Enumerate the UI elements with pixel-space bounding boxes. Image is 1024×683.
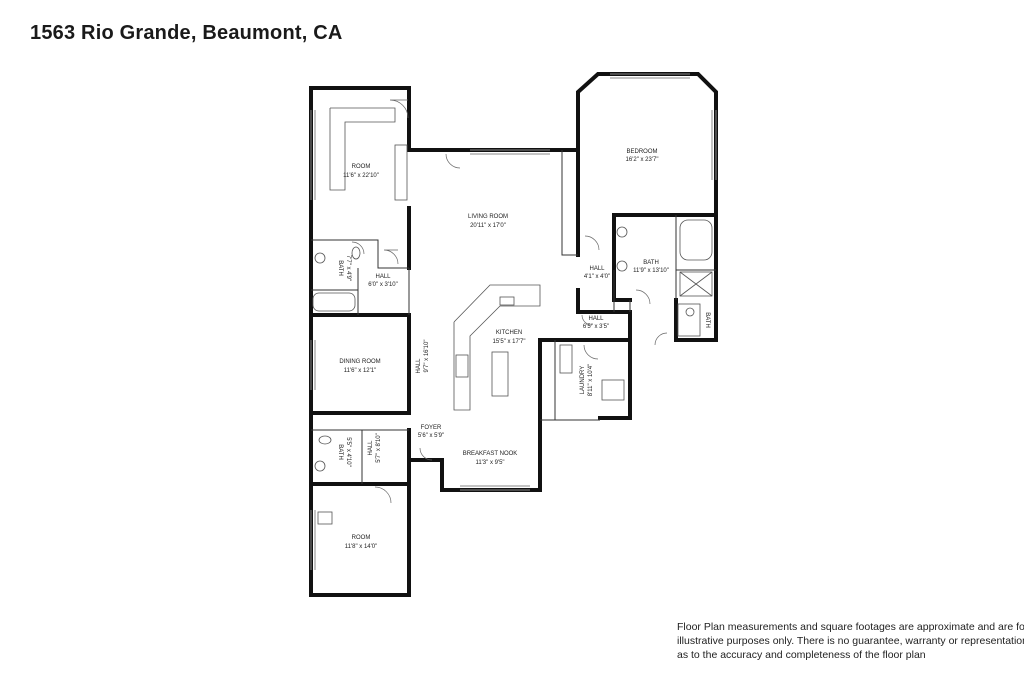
laundry-name: LAUNDRY — [580, 366, 586, 395]
doors — [351, 99, 668, 504]
breakfast-dims: 11'3" x 9'5" — [475, 460, 504, 466]
kitchen-dims: 15'5" x 17'7" — [493, 339, 526, 345]
disclaimer: Floor Plan measurements and square foota… — [677, 620, 1024, 662]
hall-left-dims: 6'0" x 3'10" — [368, 282, 398, 288]
bath-lower-name: BATH — [337, 444, 343, 460]
bath-master-name: BATH — [643, 260, 659, 266]
disclaimer-line-3: as to the accuracy and completeness of t… — [677, 649, 926, 661]
bath-small-name: BATH — [704, 312, 710, 328]
living-name: LIVING ROOM — [468, 214, 508, 220]
breakfast-name: BREAKFAST NOOK — [463, 451, 518, 457]
bath-master-dims: 11'9" x 13'10" — [633, 268, 669, 274]
room-bottom-dims: 11'8" x 14'0" — [345, 544, 377, 550]
hall-lower-name: HALL — [368, 440, 374, 456]
bath-lower-dims: 5'5" x 4'10" — [345, 437, 351, 467]
laundry-dims: 8'11" x 10'4" — [588, 364, 594, 396]
room-bottom-name: ROOM — [352, 535, 371, 541]
disclaimer-line-2: illustrative purposes only. There is no … — [677, 635, 1024, 647]
hall-lower-dims: 5'7" x 8'10" — [376, 433, 382, 463]
room-labels: ROOM 11'6" x 22'10" BATH 7'7" x 4'9" HAL… — [337, 149, 710, 550]
hall-mid-name: HALL — [416, 358, 422, 374]
interior-walls — [311, 150, 716, 484]
hall-right1-dims: 4'1" x 4'0" — [584, 274, 610, 280]
windows — [310, 73, 717, 570]
page-title: 1563 Rio Grande, Beaumont, CA — [30, 22, 343, 44]
hall-mid-dims: 9'7" x 16'10" — [424, 340, 430, 373]
living-dims: 20'11" x 17'0" — [470, 223, 506, 229]
fixtures — [312, 107, 713, 525]
bedroom-dims: 16'2" x 23'7" — [626, 157, 659, 163]
disclaimer-line-1: Floor Plan measurements and square foota… — [677, 621, 1024, 633]
bedroom-name: BEDROOM — [626, 149, 657, 155]
bath-left-name: BATH — [337, 260, 343, 276]
hall-right2-name: HALL — [588, 316, 604, 322]
hall-left-name: HALL — [375, 274, 391, 280]
kitchen-name: KITCHEN — [496, 330, 522, 336]
hall-right1-name: HALL — [589, 266, 605, 272]
hall-right2-dims: 6'5" x 3'5" — [583, 324, 609, 330]
room-top-name: ROOM — [352, 164, 371, 170]
dining-name: DINING ROOM — [339, 359, 380, 365]
foyer-name: FOYER — [421, 425, 442, 431]
dining-dims: 11'6" x 12'1" — [344, 368, 376, 374]
foyer-dims: 5'6" x 5'9" — [418, 433, 444, 439]
bath-left-dims: 7'7" x 4'9" — [345, 255, 351, 281]
room-top-dims: 11'6" x 22'10" — [343, 173, 379, 179]
